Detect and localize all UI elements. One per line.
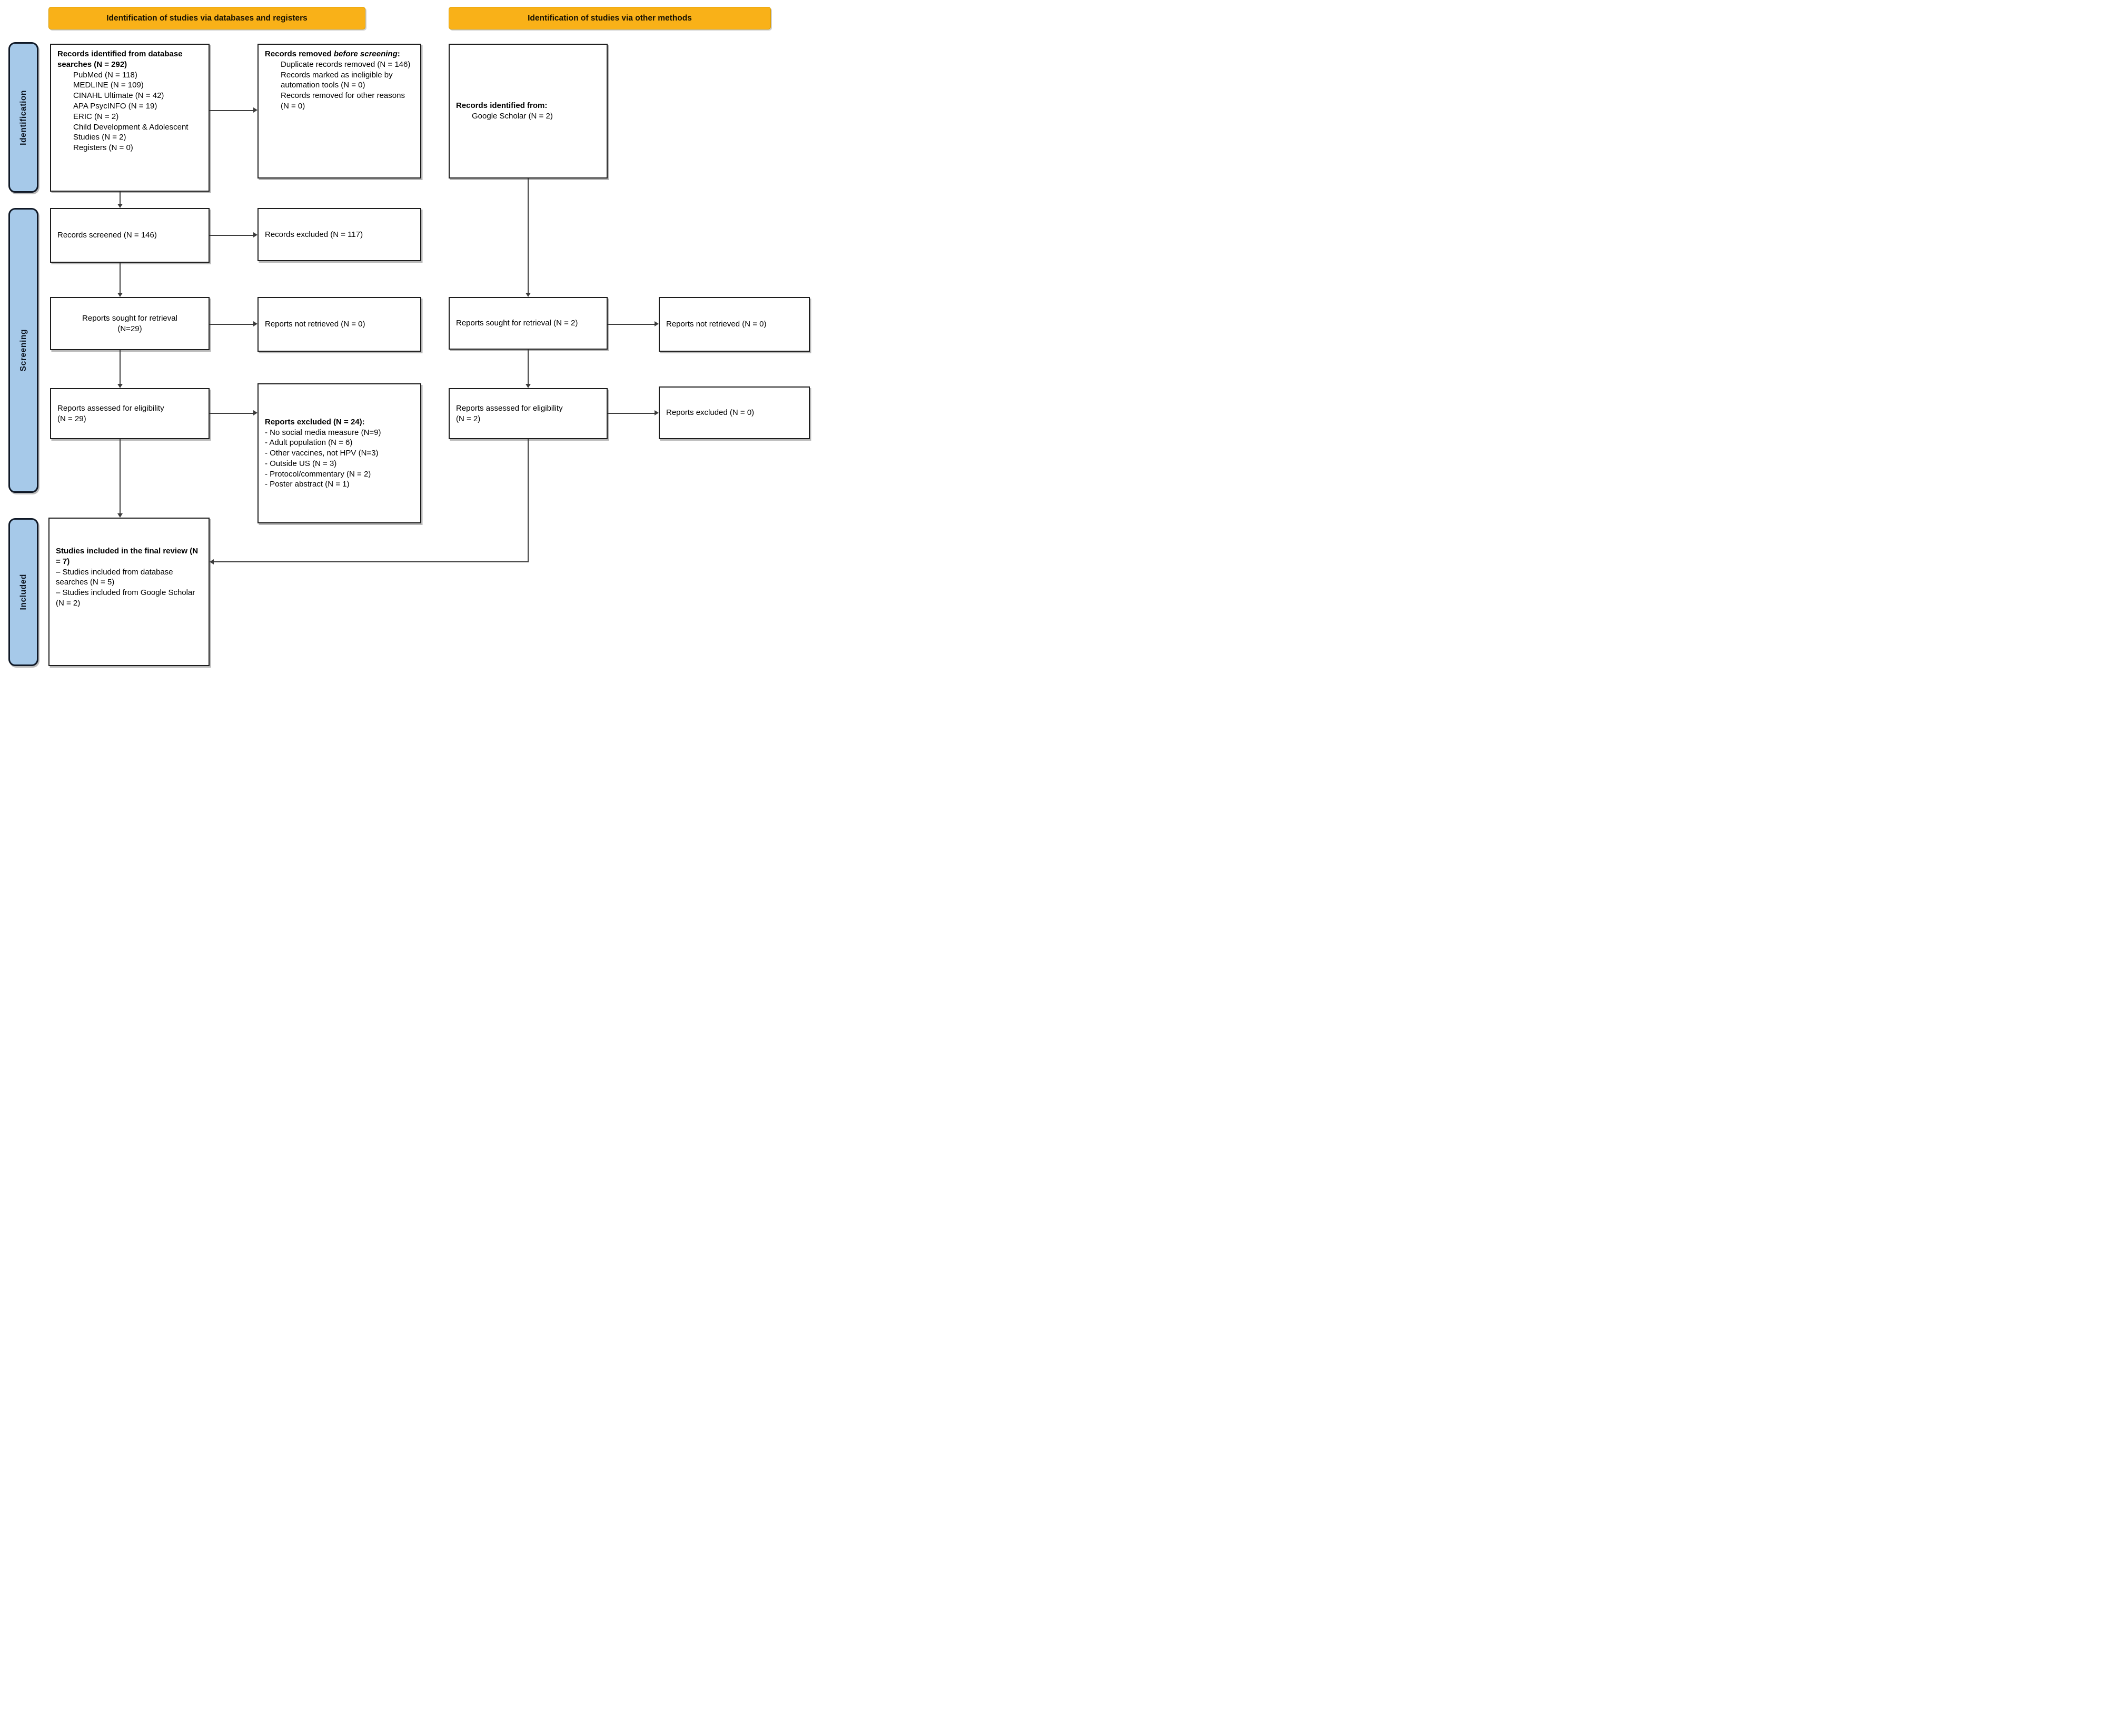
title-text: Records removed: [265, 49, 334, 58]
arrow-otheridentified-to-sought-head: [526, 293, 531, 297]
included-source-line: – Studies included from Google Scholar (…: [56, 588, 195, 608]
exclusion-reason: - Protocol/commentary (N = 2): [265, 469, 371, 479]
arrow-otherassessed-to-excluded-line: [608, 413, 655, 414]
arrow-otherassessed-to-included-hline: [214, 561, 529, 562]
arrow-assessed-to-included-head: [117, 513, 123, 518]
sidebar-identification-label: Identification: [18, 90, 28, 145]
box-text-line2: (N=29): [117, 324, 142, 333]
source-item: Google Scholar (N = 2): [472, 112, 553, 121]
arrow-assessed-to-excludedreasons-line: [210, 413, 253, 414]
header-databases-registers: Identification of studies via databases …: [48, 7, 365, 29]
box-text: Records screened (N = 146): [57, 231, 157, 240]
box-text-line1: Reports assessed for eligibility: [57, 403, 164, 413]
database-item: APA PsycINFO (N = 19): [73, 101, 157, 111]
arrow-otherassessed-to-included-vline: [528, 439, 529, 562]
box-reports-not-retrieved-other: Reports not retrieved (N = 0): [659, 297, 810, 352]
arrow-identified-to-screened-head: [117, 204, 123, 208]
box-text-line2: (N = 29): [57, 414, 86, 423]
arrow-otheridentified-to-sought-line: [528, 178, 529, 293]
box-records-identified-databases: Records identified from database searche…: [50, 44, 210, 192]
exclusion-reason: - Other vaccines, not HPV (N=3): [265, 449, 379, 458]
arrow-othersought-to-assessed-line: [528, 350, 529, 384]
box-studies-included-final: Studies included in the final review (N …: [48, 518, 210, 666]
arrow-screened-to-sought-line: [120, 263, 121, 293]
box-reports-sought-databases: Reports sought for retrieval (N=29): [50, 297, 210, 350]
arrow-sought-to-assessed-head: [117, 384, 123, 388]
box-records-identified-other: Records identified from: Google Scholar …: [449, 44, 608, 178]
database-item: PubMed (N = 118): [73, 70, 137, 80]
removal-item: Records marked as ineligible by automati…: [281, 70, 393, 90]
database-item: ERIC (N = 2): [73, 112, 119, 121]
box-text: Reports not retrieved (N = 0): [265, 320, 365, 329]
arrow-screened-to-excluded-line: [210, 235, 253, 236]
box-title: Studies included in the final review (N …: [56, 547, 199, 566]
box-reports-not-retrieved-databases: Reports not retrieved (N = 0): [257, 297, 421, 352]
sidebar-screening: Screening: [8, 208, 38, 493]
removal-item: Duplicate records removed (N = 146): [281, 59, 411, 69]
box-reports-sought-other: Reports sought for retrieval (N = 2): [449, 297, 608, 350]
arrow-sought-to-notretrieved-head: [253, 321, 257, 326]
arrow-assessed-to-excludedreasons-head: [253, 410, 257, 415]
removal-item: Records removed for other reasons (N = 0…: [281, 91, 405, 111]
exclusion-reason: - No social media measure (N=9): [265, 428, 381, 437]
title-colon: :: [397, 49, 400, 58]
box-text-line2: (N = 2): [456, 414, 481, 423]
box-title: Records identified from:: [456, 101, 548, 111]
box-title: Records removed before screening:: [265, 49, 414, 59]
box-reports-excluded-other: Reports excluded (N = 0): [659, 386, 810, 439]
exclusion-reason: - Poster abstract (N = 1): [265, 480, 350, 489]
arrow-otherassessed-to-included-head: [210, 559, 214, 564]
box-text: Records excluded (N = 117): [265, 230, 363, 239]
title-italic: before screening: [333, 49, 398, 58]
box-reports-assessed-databases: Reports assessed for eligibility (N = 29…: [50, 388, 210, 439]
database-item: Child Development & Adolescent Studies (…: [73, 122, 189, 142]
arrow-screened-to-excluded-head: [253, 232, 257, 237]
box-text: Reports not retrieved (N = 0): [666, 320, 767, 329]
header-other-methods: Identification of studies via other meth…: [449, 7, 771, 29]
box-records-removed-before-screening: Records removed before screening: Duplic…: [257, 44, 421, 178]
arrow-identified-to-screened-line: [120, 192, 121, 204]
arrow-identified-to-removed-line: [210, 110, 253, 111]
box-text-line1: Reports sought for retrieval: [82, 313, 177, 323]
arrow-othersought-to-notretrieved-head: [655, 321, 659, 326]
prisma-flow-diagram: Identification of studies via databases …: [0, 0, 814, 669]
exclusion-reason: - Outside US (N = 3): [265, 459, 337, 468]
box-records-screened: Records screened (N = 146): [50, 208, 210, 263]
database-item: CINAHL Ultimate (N = 42): [73, 91, 164, 101]
sidebar-included: Included: [8, 518, 38, 666]
box-text-line1: Reports assessed for eligibility: [456, 403, 563, 413]
sidebar-identification: Identification: [8, 42, 38, 193]
box-text: Reports sought for retrieval (N = 2): [456, 319, 578, 328]
included-source-line: – Studies included from database searche…: [56, 567, 173, 587]
arrow-otherassessed-to-excluded-head: [655, 410, 659, 415]
exclusion-reason: - Adult population (N = 6): [265, 438, 353, 448]
box-reports-assessed-other: Reports assessed for eligibility (N = 2): [449, 388, 608, 439]
database-item: MEDLINE (N = 109): [73, 81, 144, 90]
database-item: Registers (N = 0): [73, 143, 133, 153]
arrow-assessed-to-included-line: [120, 439, 121, 514]
box-reports-excluded-reasons: Reports excluded (N = 24): - No social m…: [257, 383, 421, 523]
box-text: Reports excluded (N = 0): [666, 408, 755, 418]
box-records-excluded: Records excluded (N = 117): [257, 208, 421, 261]
arrow-othersought-to-notretrieved-line: [608, 324, 655, 325]
arrow-screened-to-sought-head: [117, 293, 123, 297]
arrow-sought-to-notretrieved-line: [210, 324, 253, 325]
arrow-identified-to-removed-head: [253, 107, 257, 113]
arrow-sought-to-assessed-line: [120, 350, 121, 384]
box-title: Reports excluded (N = 24):: [265, 417, 365, 426]
arrow-othersought-to-assessed-head: [526, 384, 531, 388]
box-title: Records identified from database searche…: [57, 49, 183, 69]
sidebar-screening-label: Screening: [18, 329, 28, 372]
sidebar-included-label: Included: [18, 574, 28, 610]
